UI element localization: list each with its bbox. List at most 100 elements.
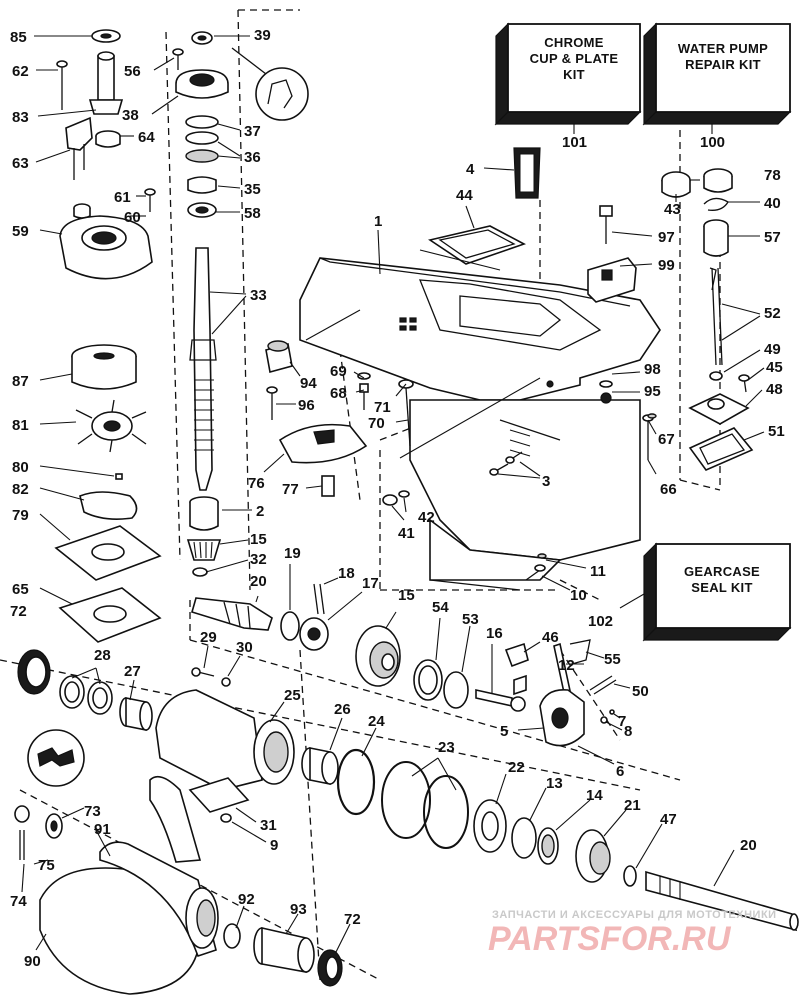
callout-68: 68	[330, 385, 347, 402]
seal-43	[661, 171, 691, 198]
callout-30: 30	[236, 639, 253, 656]
impeller-81	[75, 399, 147, 453]
nut-73	[14, 805, 63, 839]
callout-74: 74	[10, 893, 27, 910]
callout-59: 59	[12, 223, 29, 240]
kit-gearcase-number: 102	[588, 613, 613, 630]
pin-18	[313, 583, 325, 615]
callout-77: 77	[282, 481, 299, 498]
plug-41-42	[382, 490, 410, 506]
callout-53: 53	[462, 611, 479, 628]
callout-95: 95	[644, 383, 661, 400]
seal-72-top	[17, 649, 51, 695]
seal-detail-inset	[27, 729, 85, 787]
callout-93: 93	[290, 901, 307, 918]
washer-47	[623, 865, 637, 887]
kit-gearcase-line1: GEARCASE	[684, 564, 760, 579]
spacer-93	[253, 926, 315, 973]
callout-24: 24	[368, 713, 385, 730]
bracket-63	[65, 116, 93, 180]
shim-54	[413, 659, 443, 701]
propeller-90-91	[39, 775, 219, 995]
callout-19: 19	[284, 545, 301, 562]
callout-2: 2	[256, 503, 264, 520]
tube-83	[88, 51, 124, 115]
callout-43: 43	[664, 201, 681, 218]
thrust-washer-13	[511, 817, 537, 859]
screws-3	[489, 451, 523, 476]
shift-rod-52	[709, 267, 723, 366]
callout-49: 49	[764, 341, 781, 358]
watermark: ЗАПЧАСТИ И АКСЕССУАРЫ ДЛЯ МОТОТЕХНИКИ PA…	[488, 909, 776, 958]
callout-56: 56	[124, 63, 141, 80]
kit-gearcase-line2: SEAL KIT	[691, 580, 752, 595]
callout-5: 5	[500, 723, 508, 740]
callout-78: 78	[764, 167, 781, 184]
kit-waterpump-number: 100	[700, 134, 725, 151]
pump-housing-59	[59, 215, 153, 280]
kit-chrome-number: 101	[562, 134, 587, 151]
callout-91: 91	[94, 821, 111, 838]
shaft-16	[475, 689, 526, 712]
seal-57	[703, 219, 729, 257]
callout-97: 97	[658, 229, 675, 246]
gasket-51	[688, 427, 754, 471]
bearing-housing-25	[155, 689, 295, 791]
callout-85: 85	[10, 29, 27, 46]
propshaft-20	[645, 870, 799, 932]
kit-chrome-line3: KIT	[563, 67, 585, 82]
callout-65: 65	[12, 581, 29, 598]
thrust-washer-53	[443, 671, 469, 709]
callout-3: 3	[542, 473, 550, 490]
bearing-2	[189, 496, 219, 531]
thrust-bearing-14	[537, 827, 559, 865]
callout-83: 83	[12, 109, 29, 126]
callout-25: 25	[284, 687, 301, 704]
callout-9: 9	[270, 837, 278, 854]
gearcase-housing	[299, 257, 661, 591]
plate-22	[473, 799, 507, 853]
screw-68	[359, 383, 369, 410]
callout-50: 50	[632, 683, 649, 700]
bushing-94	[265, 340, 293, 374]
clutch-17	[299, 617, 329, 651]
nut-32	[192, 567, 208, 577]
detent-46	[504, 642, 529, 696]
callout-82: 82	[12, 481, 29, 498]
gasket-65	[58, 587, 162, 643]
callout-6: 6	[616, 763, 624, 780]
retaining-rings-23	[381, 761, 469, 849]
o-ring-24	[336, 748, 376, 816]
screw-10-11	[525, 553, 547, 581]
callout-17: 17	[362, 575, 379, 592]
callout-69: 69	[330, 363, 347, 380]
screw-66-67	[642, 413, 657, 460]
callout-15a: 15	[250, 531, 267, 548]
callout-62: 62	[12, 63, 29, 80]
callout-64: 64	[138, 129, 155, 146]
callout-80: 80	[12, 459, 29, 476]
pin-50	[589, 675, 617, 695]
callout-52: 52	[764, 305, 781, 322]
pinion-15	[186, 539, 222, 561]
callout-41: 41	[398, 525, 415, 542]
callout-73: 73	[84, 803, 101, 820]
callout-72b: 72	[344, 911, 361, 928]
callout-13: 13	[546, 775, 563, 792]
callout-47: 47	[660, 811, 677, 828]
callout-87: 87	[12, 373, 29, 390]
callout-71: 71	[374, 399, 391, 416]
callout-94: 94	[300, 375, 317, 392]
kit-box-gearcase: GEARCASE SEAL KIT 102	[588, 542, 792, 642]
callout-23: 23	[438, 739, 455, 756]
callout-31: 31	[260, 817, 277, 834]
callout-38: 38	[122, 107, 139, 124]
ring-19	[280, 611, 300, 641]
callout-98: 98	[644, 361, 661, 378]
callout-7: 7	[618, 713, 626, 730]
callout-92: 92	[238, 891, 255, 908]
grommet-60	[73, 203, 91, 219]
callout-67: 67	[658, 431, 675, 448]
